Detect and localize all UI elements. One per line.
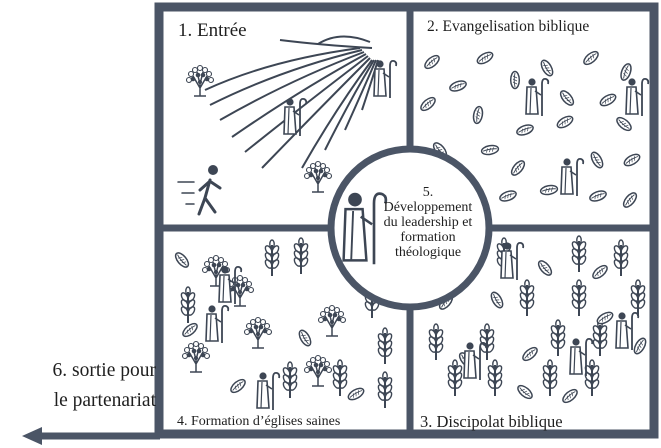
exit-line-1: 6. sortie pour [52, 360, 156, 381]
entry-label: 1. Entrée [178, 20, 247, 41]
exit-line-2: le partenariat [53, 390, 156, 411]
walking-person-icon [177, 165, 222, 216]
church-formation-label: 4. Formation d’églises saines [177, 414, 341, 429]
center-circle [327, 145, 493, 311]
leadership-line-3: formation [400, 230, 456, 245]
exit-arrow [22, 427, 160, 445]
leadership-line-4: théologique [394, 245, 462, 260]
leadership-line-1: Développement [383, 200, 473, 215]
leadership-number: 5. [422, 185, 434, 200]
exit-label: 6. sortie pour le partenariat [8, 356, 156, 416]
shepherd-with-staff-icon [342, 192, 388, 265]
leadership-label: 5. Développement du leadership et format… [362, 185, 494, 260]
entry-field-rays [204, 35, 379, 169]
discipleship-label: 3. Discipolat biblique [420, 412, 563, 431]
leadership-line-2: du leadership et [383, 215, 473, 230]
evangelism-label: 2. Evangelisation biblique [427, 18, 590, 35]
